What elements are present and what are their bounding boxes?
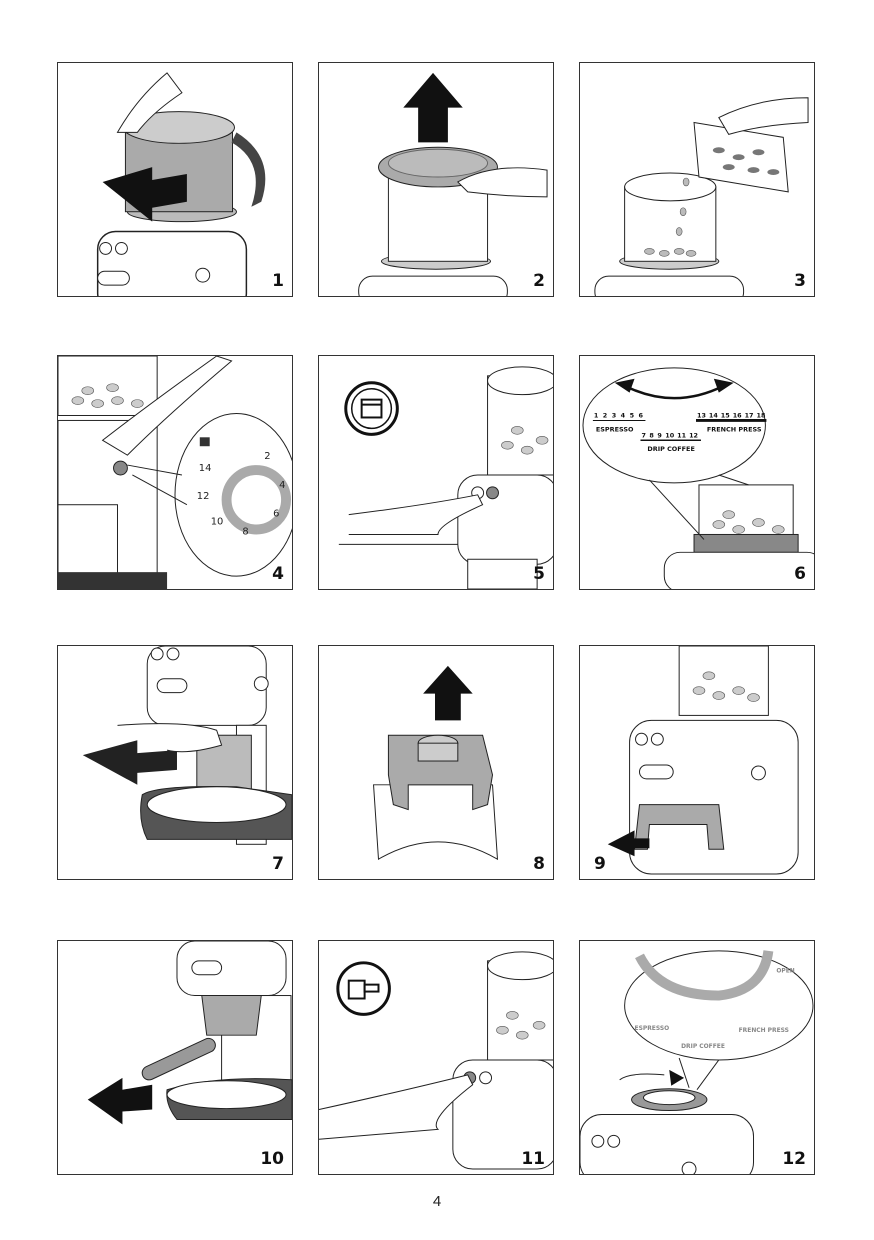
dial-label: 12 bbox=[197, 491, 210, 502]
svg-text:9: 9 bbox=[657, 431, 662, 439]
svg-text:5: 5 bbox=[630, 411, 635, 419]
step-number: 9 bbox=[594, 854, 606, 874]
step-10-panel: 10 bbox=[57, 940, 293, 1175]
step-7-panel: 7 bbox=[57, 645, 293, 880]
page-number: 4 bbox=[432, 1193, 442, 1210]
press-button-illustration bbox=[338, 366, 553, 589]
step-number: 2 bbox=[533, 271, 545, 291]
espresso-label: ESPRESSO bbox=[596, 425, 634, 433]
step-number: 12 bbox=[782, 1149, 806, 1169]
french-press-label: FRENCH PRESS bbox=[707, 425, 762, 433]
dial-label: 10 bbox=[211, 517, 224, 528]
svg-text:3: 3 bbox=[612, 411, 616, 419]
dial-label: 4 bbox=[279, 480, 285, 491]
grind-size-illustration: 1 2 3 4 5 6 7 8 9 10 11 12 13 14 15 16 1… bbox=[582, 367, 814, 589]
step-number: 3 bbox=[794, 271, 806, 291]
step-number: 7 bbox=[272, 854, 284, 874]
svg-text:16: 16 bbox=[733, 411, 742, 419]
dial-label: 8 bbox=[242, 526, 248, 537]
lid-remove-illustration bbox=[358, 72, 548, 296]
svg-text:13: 13 bbox=[697, 411, 706, 419]
step-4-panel: 2 4 6 8 10 12 14 4 bbox=[57, 355, 293, 590]
step-number: 10 bbox=[260, 1149, 284, 1169]
step-number: 11 bbox=[521, 1149, 545, 1169]
dial-label: 14 bbox=[199, 463, 212, 474]
step-9-panel: 9 bbox=[579, 645, 815, 880]
svg-text:14: 14 bbox=[709, 411, 718, 419]
grind-amount-dial-illustration: 2 4 6 8 10 12 14 bbox=[58, 356, 292, 589]
grind-scale: 1 2 3 4 5 6 7 8 9 10 11 12 13 14 15 16 1… bbox=[594, 411, 766, 439]
hopper-rotate-illustration bbox=[96, 72, 266, 296]
step-12-panel: OPEN ESPRESSO DRIP COFFEE FRENCH PRESS 1… bbox=[579, 940, 815, 1175]
step-number: 6 bbox=[794, 564, 806, 584]
drip-coffee-label: DRIP COFFEE bbox=[647, 445, 694, 453]
svg-text:6: 6 bbox=[639, 411, 644, 419]
insert-holder-illustration bbox=[607, 646, 799, 875]
step-11-panel: 11 bbox=[318, 940, 554, 1175]
fill-beans-illustration bbox=[594, 97, 809, 296]
step-8-panel: 8 bbox=[318, 645, 554, 880]
dial-label: 6 bbox=[273, 509, 279, 520]
dial-label: 2 bbox=[264, 451, 270, 462]
svg-text:1: 1 bbox=[594, 411, 599, 419]
svg-text:15: 15 bbox=[721, 411, 730, 419]
svg-text:4: 4 bbox=[621, 411, 626, 419]
svg-text:2: 2 bbox=[603, 411, 607, 419]
portafilter-illustration bbox=[87, 941, 292, 1125]
svg-text:18: 18 bbox=[756, 411, 765, 419]
lift-holder-illustration bbox=[373, 665, 499, 861]
press-portafilter-button-illustration bbox=[319, 951, 553, 1170]
step-6-panel: 1 2 3 4 5 6 7 8 9 10 11 12 13 14 15 16 1… bbox=[579, 355, 815, 590]
svg-text:10: 10 bbox=[665, 431, 674, 439]
step-number: 8 bbox=[533, 854, 545, 874]
svg-text:7: 7 bbox=[641, 431, 645, 439]
open-label: OPEN bbox=[776, 968, 794, 975]
step-number: 5 bbox=[533, 564, 545, 584]
svg-text:17: 17 bbox=[745, 411, 754, 419]
step-1-panel: 1 bbox=[57, 62, 293, 297]
step-5-panel: 5 bbox=[318, 355, 554, 590]
svg-text:12: 12 bbox=[689, 431, 698, 439]
drip-coffee-label: DRIP COFFEE bbox=[681, 1043, 725, 1050]
espresso-label: ESPRESSO bbox=[635, 1025, 670, 1032]
svg-text:8: 8 bbox=[649, 431, 654, 439]
french-press-label: FRENCH PRESS bbox=[739, 1027, 789, 1034]
remove-container-illustration bbox=[82, 646, 292, 845]
step-number: 1 bbox=[272, 271, 284, 291]
step-3-panel: 3 bbox=[579, 62, 815, 297]
step-2-panel: 2 bbox=[318, 62, 554, 297]
burr-removal-illustration: OPEN ESPRESSO DRIP COFFEE FRENCH PRESS bbox=[580, 950, 814, 1174]
step-number: 4 bbox=[272, 564, 284, 584]
svg-text:11: 11 bbox=[677, 431, 686, 439]
